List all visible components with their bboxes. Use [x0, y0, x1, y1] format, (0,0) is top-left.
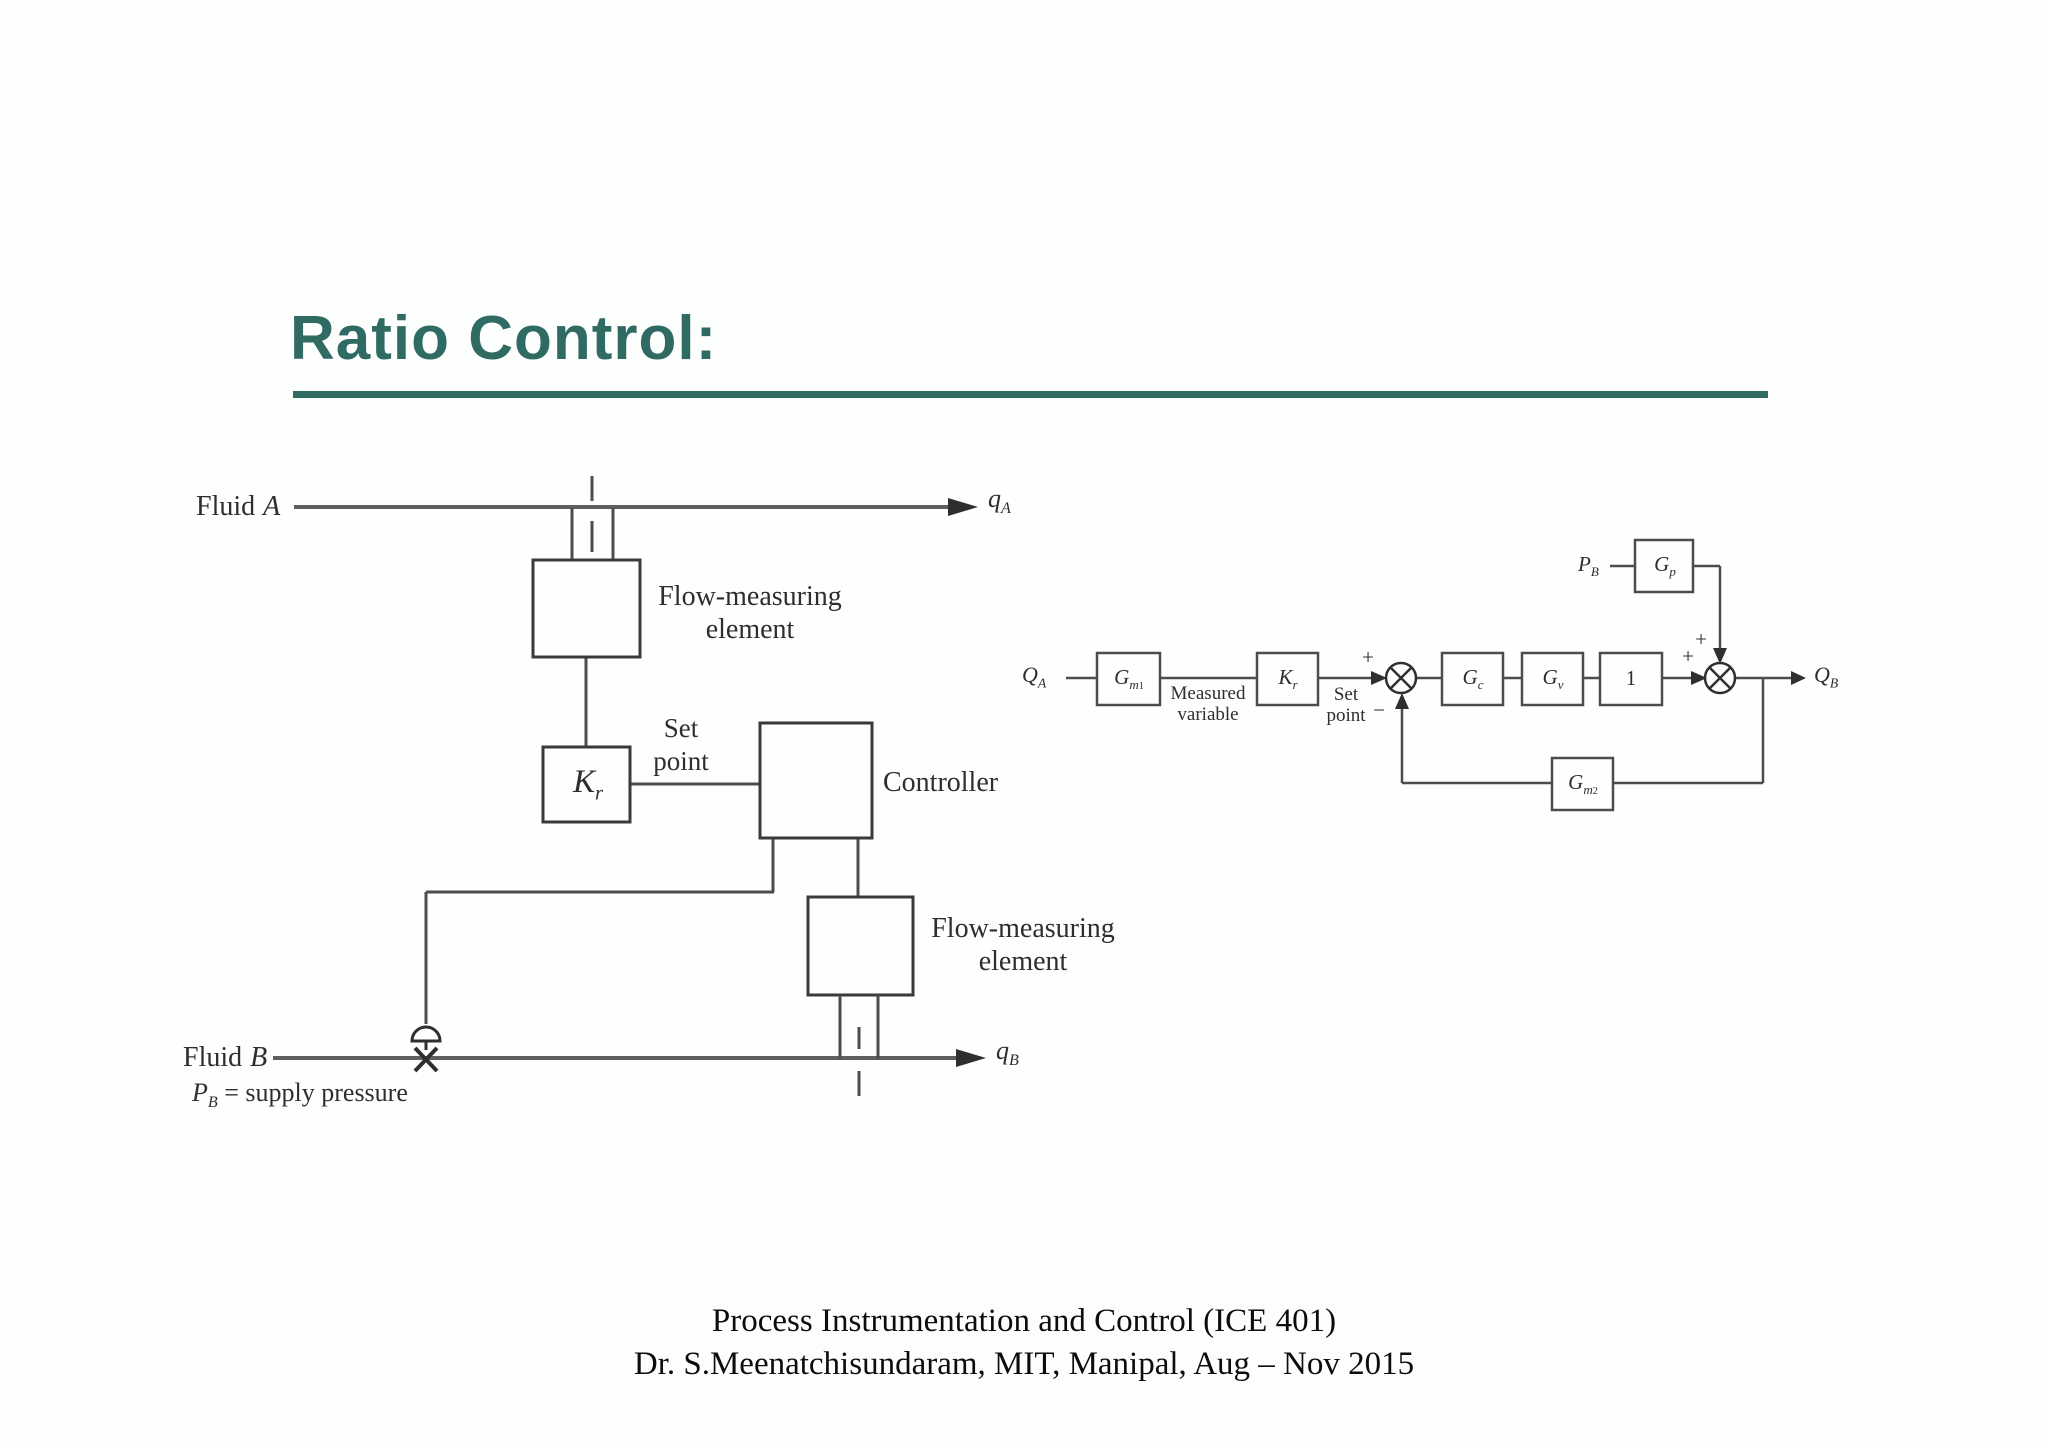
- gv-box: [1520, 651, 1585, 707]
- qa-input-label: QA: [1022, 662, 1047, 691]
- flow-element-1-box: [531, 558, 642, 659]
- plus-sign-main: +: [1682, 644, 1694, 668]
- pfd-boxes: [531, 558, 915, 997]
- arrow-qb-out: [1791, 671, 1806, 685]
- gp-box-label: Gp: [1654, 552, 1676, 580]
- gc-box: [1440, 651, 1505, 707]
- flow-element-2-label: Flow-measuring element: [931, 913, 1115, 977]
- gm2-box: [1550, 756, 1615, 812]
- minus-sign-feedback: −: [1373, 698, 1385, 722]
- plus-sign-disturbance: +: [1695, 627, 1707, 651]
- valve-actuator-dome: [410, 1025, 442, 1043]
- fluid-a-arrowhead: [948, 498, 978, 516]
- gv-box-label: Gv: [1542, 665, 1564, 693]
- slide-border-frame: [172, 110, 1870, 1275]
- arrow-into-sum2: [1691, 671, 1707, 685]
- title-underline-rule: [293, 391, 1768, 398]
- supply-pressure-label: PB = supply pressure: [192, 1078, 408, 1112]
- qb-output-label: QB: [1814, 662, 1839, 691]
- unity-box-label: 1: [1625, 666, 1637, 690]
- footer-course-line: Process Instrumentation and Control (ICE…: [711, 1303, 1337, 1339]
- set-point-label-right: Set point: [1326, 684, 1366, 726]
- bd-boxes: [1095, 538, 1695, 812]
- controller-label: Controller: [883, 767, 999, 798]
- flow-element-1-label: Flow-measuring element: [658, 581, 842, 645]
- kr-ratio-box-label: Kr: [1278, 665, 1298, 693]
- pb-input-label: PB: [1578, 552, 1599, 580]
- arrow-into-sum1: [1371, 671, 1387, 685]
- gm2-box-label: Gm2: [1568, 770, 1598, 798]
- qb-label: qB: [996, 1036, 1019, 1070]
- plus-sign-setpoint: +: [1362, 645, 1374, 669]
- signal-lines-right: [1066, 564, 1802, 785]
- bd-arrowheads: [1371, 648, 1806, 709]
- fluid-b-arrowhead: [956, 1049, 986, 1067]
- kr-box: [541, 745, 632, 824]
- summing-junctions: [1384, 661, 1737, 695]
- gc-box-label: Gc: [1462, 665, 1484, 693]
- orifice-meter-1: [570, 476, 615, 561]
- kr-ratio-box: [1255, 651, 1320, 707]
- gm1-box: [1095, 651, 1162, 707]
- kr-box-label: Kr: [573, 764, 603, 805]
- gm1-box-label: Gm1: [1114, 665, 1144, 693]
- set-point-label-left: Set point: [653, 713, 709, 776]
- flow-element-2-box: [806, 895, 915, 997]
- qa-label: qA: [988, 484, 1011, 518]
- controller-box: [758, 721, 874, 840]
- measured-variable-label: Measured variable: [1170, 683, 1246, 725]
- unity-box: [1598, 651, 1664, 707]
- pipes: [273, 505, 956, 1060]
- footer-author-line: Dr. S.Meenatchisundaram, MIT, Manipal, A…: [633, 1346, 1415, 1382]
- footer: Process Instrumentation and Control (ICE…: [0, 1300, 2048, 1386]
- arrow-feedback-up: [1395, 693, 1409, 709]
- control-valve: [410, 1025, 442, 1073]
- signal-lines-left: [424, 657, 860, 1024]
- gp-box: [1633, 538, 1695, 594]
- arrow-gp-down: [1713, 648, 1727, 664]
- page-title: Ratio Control:: [290, 304, 718, 373]
- orifice-meter-2: [838, 995, 880, 1096]
